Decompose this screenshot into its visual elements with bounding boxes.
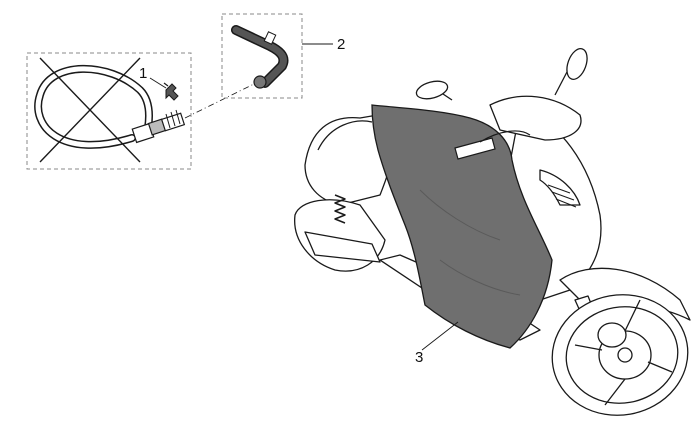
callout-3: 3: [415, 349, 423, 366]
part-1-clip: 1: [139, 65, 179, 101]
callout-1: 1: [139, 65, 147, 82]
part-3-leg-apron: 3: [371, 104, 553, 366]
cross-line-b: [39, 57, 141, 163]
callout-2: 2: [337, 36, 345, 53]
part-2-frame: [221, 13, 303, 99]
part-2-hose: 2: [221, 13, 345, 99]
hose-connector: [131, 109, 186, 144]
old-hose-group: [26, 52, 192, 170]
alignment-line: [184, 81, 259, 119]
